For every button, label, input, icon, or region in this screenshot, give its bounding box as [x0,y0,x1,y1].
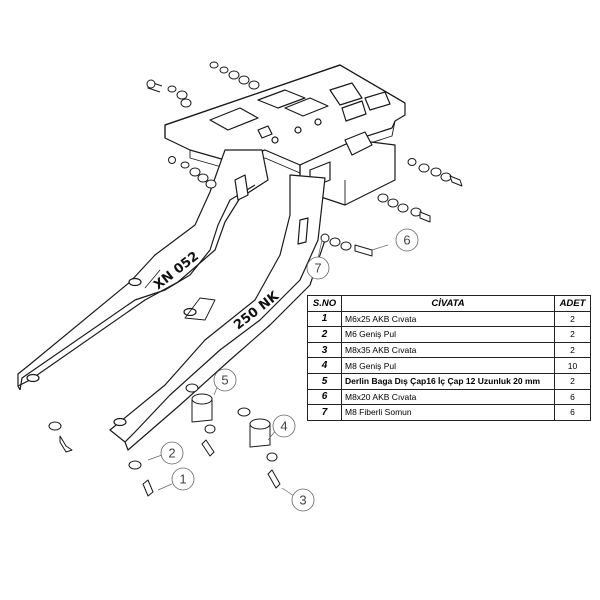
row-quantity: 10 [554,357,591,374]
callout-6 [395,228,419,252]
row-quantity: 6 [554,404,591,421]
callout-2 [160,441,184,465]
table-row: 5 Derlin Baga Dış Çap16 İç Çap 12 Uzunlu… [307,372,591,390]
table-row: 6 M8x20 AKB Cıvata 6 [307,388,591,406]
table-row: 7 M8 Fiberli Somun 6 [307,404,591,421]
right-hardware [377,158,463,223]
row-quantity: 6 [554,388,591,406]
callout-label-5: 5 [221,373,228,388]
callout-label-4: 4 [280,419,287,434]
callout-1 [171,467,195,491]
row-quantity: 2 [554,341,591,359]
bushing-left [185,383,216,457]
row-description: M8 Fiberli Somun [341,404,555,421]
row-number: 3 [307,341,342,359]
row-number: 6 [307,388,342,406]
row-number: 7 [307,404,342,421]
row-description: M8x35 AKB Cıvata [341,341,555,359]
mid-left-hardware [168,156,217,189]
arm-stamp-right: 250 NK [231,288,282,333]
callout-label-2: 2 [168,446,175,461]
table-row: 1 M6x25 AKB Cıvata 2 [307,310,591,328]
row-quantity: 2 [554,326,591,343]
row-number: 2 [307,326,342,343]
callout-7 [306,256,330,280]
row-description: M6 Geniş Pul [341,326,555,343]
callout-3 [291,488,315,512]
table-header-row: S.NO CİVATA ADET [307,295,591,312]
row-quantity: 2 [554,310,591,328]
hardware-1-2 [48,421,154,497]
callout-label-3: 3 [299,493,306,508]
callout-label-7: 7 [314,261,321,276]
header-adet: ADET [554,295,591,312]
hardware-6-7 [320,233,373,257]
top-left-hardware [146,61,260,108]
table-row: 2 M6 Geniş Pul 2 [307,326,591,343]
header-sno: S.NO [307,295,342,312]
row-number: 1 [307,310,342,328]
bushing-right [237,407,281,489]
callout-5 [213,368,237,392]
callout-4 [272,414,296,438]
callout-label-6: 6 [403,233,410,248]
left-arm [17,149,269,391]
row-description: Derlin Baga Dış Çap16 İç Çap 12 Uzunluk … [341,372,555,390]
row-number: 4 [307,357,342,374]
table-row: 3 M8x35 AKB Cıvata 2 [307,341,591,359]
row-description: M6x25 AKB Cıvata [341,310,555,328]
parts-table: S.NO CİVATA ADET 1 M6x25 AKB Cıvata 2 2 … [307,295,591,421]
row-description: M8x20 AKB Cıvata [341,388,555,406]
right-arm [109,174,326,451]
row-number: 5 [307,372,342,390]
row-quantity: 2 [554,372,591,390]
callout-labels: 1 2 3 4 5 6 7 [168,233,410,508]
callout-label-1: 1 [179,472,186,487]
row-description: M8 Geniş Pul [341,357,555,374]
callout-circles [160,228,419,512]
table-row: 4 M8 Geniş Pul 10 [307,357,591,374]
header-civata: CİVATA [341,295,555,312]
